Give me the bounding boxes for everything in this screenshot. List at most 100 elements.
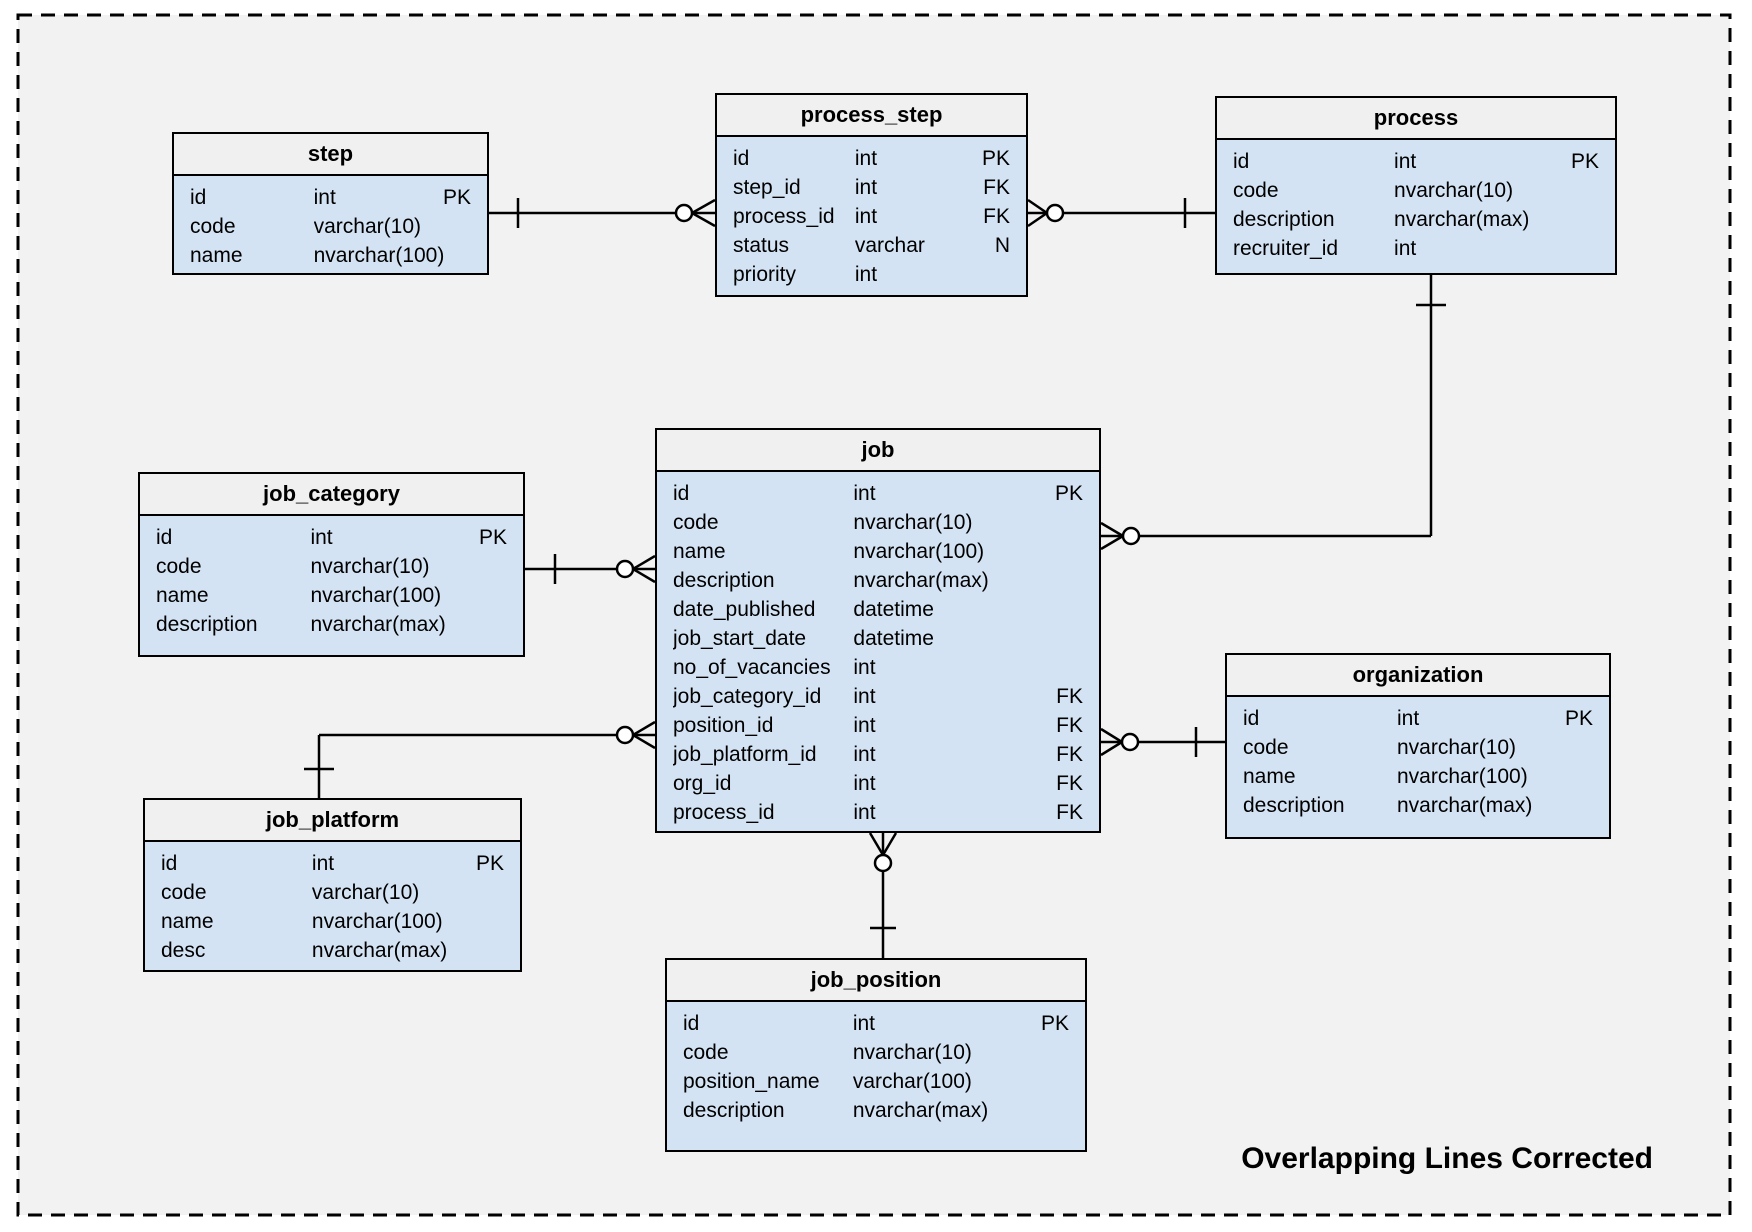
cardinality-circle-icon [615,725,635,745]
field-key-flag: FK [983,205,1010,228]
field-name: name [161,910,214,933]
field-type: int [853,656,876,679]
entity-title: job_platform [145,800,520,842]
cardinality-circle-icon [1120,732,1140,752]
field-type: nvarchar(10) [1397,736,1517,759]
field-name: id [1243,707,1260,730]
entity-title: job_position [667,960,1085,1002]
field-name: description [156,613,258,636]
cardinality-circle-icon [615,559,635,579]
field-name: id [733,147,750,170]
field-name: job_start_date [673,627,807,650]
entity-title: organization [1227,655,1609,697]
field-type: nvarchar(100) [310,584,442,607]
entity-title: job_category [140,474,523,516]
field-type: int [853,482,876,505]
field-key-flag: FK [983,176,1010,199]
field-type: varchar [854,234,925,257]
field-type: varchar(10) [311,881,420,904]
connector-process_step-to-process [1027,198,1215,228]
connector-segment [632,720,656,737]
connector-segment [691,211,716,228]
field-key-flag: FK [1056,685,1083,708]
field-key-flag: FK [1056,801,1083,824]
field-type: nvarchar(max) [853,569,989,592]
entity-title: process [1217,98,1615,140]
field-type: int [313,186,336,209]
field-type: varchar(10) [313,215,421,238]
connector-segment [1100,534,1124,551]
field-key-flag: PK [442,186,471,209]
field-key-flag: FK [1056,743,1083,766]
connector-segment [691,198,716,215]
field-key-flag: FK [1056,714,1083,737]
field-type: int [853,685,876,708]
field-type: int [1394,237,1417,260]
field-name: name [190,244,243,267]
field-type: int [1397,707,1420,730]
connector-segment [632,567,656,584]
field-type: nvarchar(10) [310,555,430,578]
field-key-flag: PK [981,147,1010,170]
field-name: no_of_vacancies [673,656,831,679]
cardinality-circle-icon [1045,203,1065,223]
field-type: int [854,176,878,199]
field-name: process_id [673,801,775,824]
field-key-flag: N [994,234,1010,257]
cardinality-circle-icon [1121,526,1141,546]
field-type: nvarchar(100) [853,540,985,563]
field-key-flag: PK [1570,150,1599,173]
field-type: nvarchar(10) [1394,179,1514,202]
field-type: nvarchar(max) [1394,208,1530,231]
field-name: org_id [673,772,732,795]
connector-segment [868,832,885,856]
field-type: datetime [853,598,934,621]
field-type: nvarchar(10) [852,1041,972,1064]
dashed-frame-border [16,13,1732,1217]
field-type: int [852,1012,876,1035]
field-key-flag: PK [1054,482,1083,505]
cardinality-circle-icon [674,203,694,223]
connector-job_platform-to-job [304,720,656,798]
field-name: date_published [673,598,816,621]
field-type: int [853,714,876,737]
field-name: job_platform_id [673,743,817,766]
field-key-flag: FK [1056,772,1083,795]
field-name: description [673,569,775,592]
field-name: code [683,1041,729,1064]
field-name: position_id [673,714,774,737]
